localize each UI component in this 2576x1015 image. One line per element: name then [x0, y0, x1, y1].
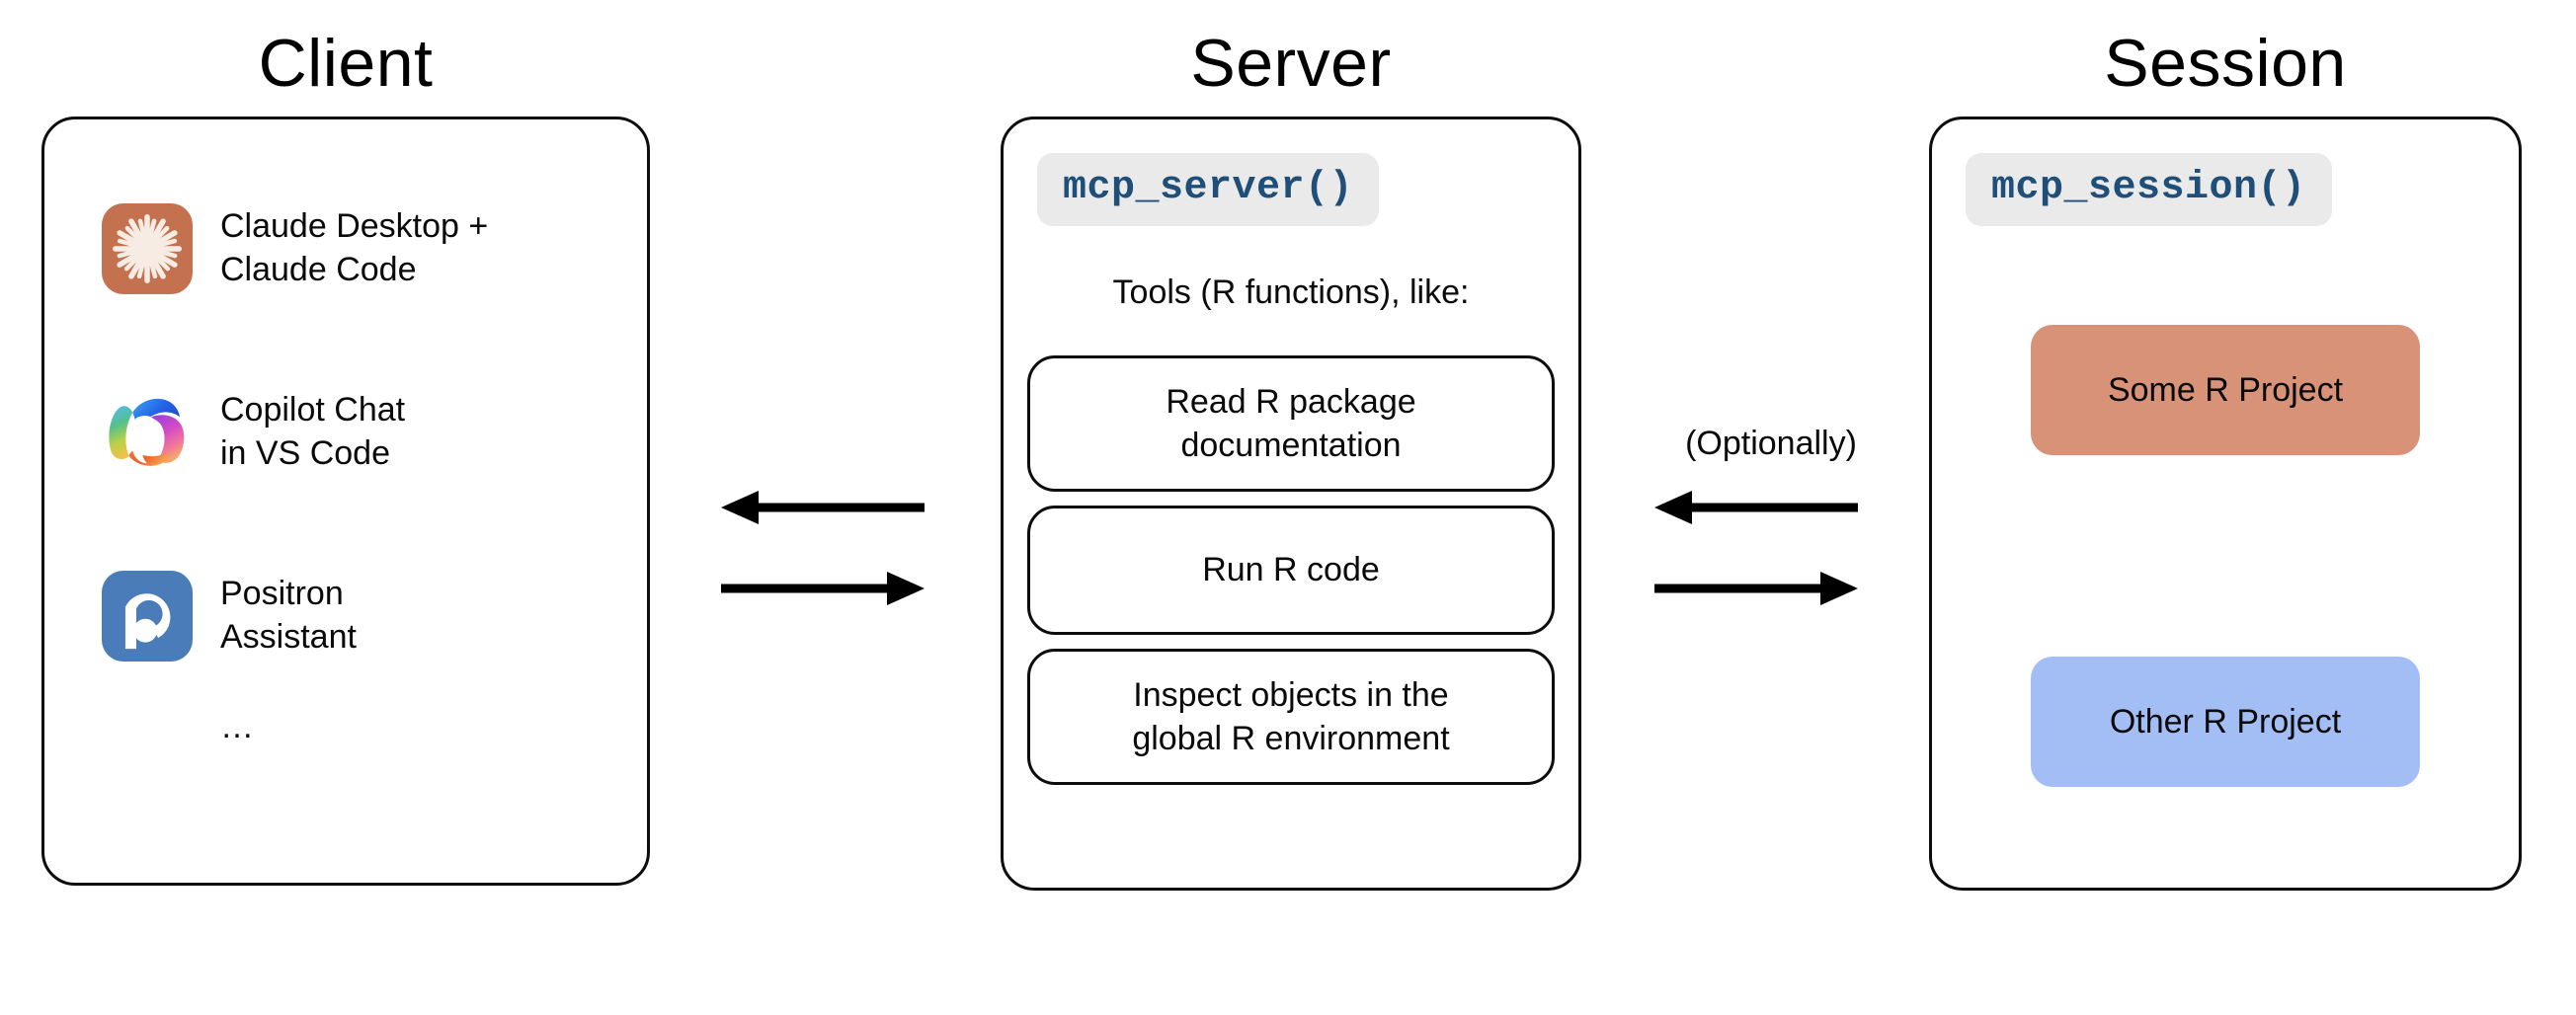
mcp-session-code-chip: mcp_session() [1966, 153, 2332, 226]
server-column: Server mcp_server() Tools (R functions),… [1001, 0, 1581, 891]
server-panel: mcp_server() Tools (R functions), like: … [1001, 117, 1581, 891]
project-chip-other-r-project[interactable]: Other R Project [2031, 657, 2420, 787]
arrow-right-icon [721, 572, 925, 605]
tools-caption: Tools (R functions), like: [1112, 273, 1470, 311]
session-panel: mcp_session() Some R Project Other R Pro… [1929, 117, 2522, 891]
copilot-icon [102, 387, 193, 478]
session-column: Session mcp_session() Some R Project Oth… [1929, 0, 2522, 891]
arrow-right-icon [1654, 572, 1858, 605]
mcp-server-code-chip: mcp_server() [1037, 153, 1380, 226]
tool-box-inspect-objects[interactable]: Inspect objects in the global R environm… [1027, 648, 1555, 785]
client-more-ellipsis: … [220, 708, 258, 745]
client-app-copilot[interactable]: Copilot Chat in VS Code [44, 374, 647, 491]
client-app-positron[interactable]: Positron Assistant [44, 558, 647, 674]
project-chip-some-r-project[interactable]: Some R Project [2031, 325, 2420, 455]
client-app-label: Copilot Chat in VS Code [220, 391, 406, 472]
claude-icon [102, 203, 193, 294]
arrow-left-icon [721, 491, 925, 524]
session-title: Session [2104, 26, 2347, 101]
arrow-left-icon [1654, 491, 1858, 524]
tool-box-run-code[interactable]: Run R code [1027, 506, 1555, 635]
client-app-label: Positron Assistant [220, 575, 357, 656]
client-app-claude[interactable]: Claude Desktop + Claude Code [44, 191, 647, 307]
client-title: Client [258, 26, 434, 101]
client-app-label: Claude Desktop + Claude Code [220, 207, 489, 288]
client-panel: Claude Desktop + Claude Code [41, 117, 650, 886]
positron-icon [102, 571, 193, 662]
tool-list: Read R package documentation Run R code … [1004, 355, 1578, 785]
client-app-list: Claude Desktop + Claude Code [44, 119, 647, 746]
tool-box-read-docs[interactable]: Read R package documentation [1027, 355, 1555, 493]
server-session-connector: (Optionally) [1652, 425, 1860, 612]
client-server-connector [719, 484, 926, 612]
client-column: Client [41, 0, 650, 886]
optionally-label: (Optionally) [1685, 425, 1857, 462]
server-title: Server [1190, 26, 1392, 101]
